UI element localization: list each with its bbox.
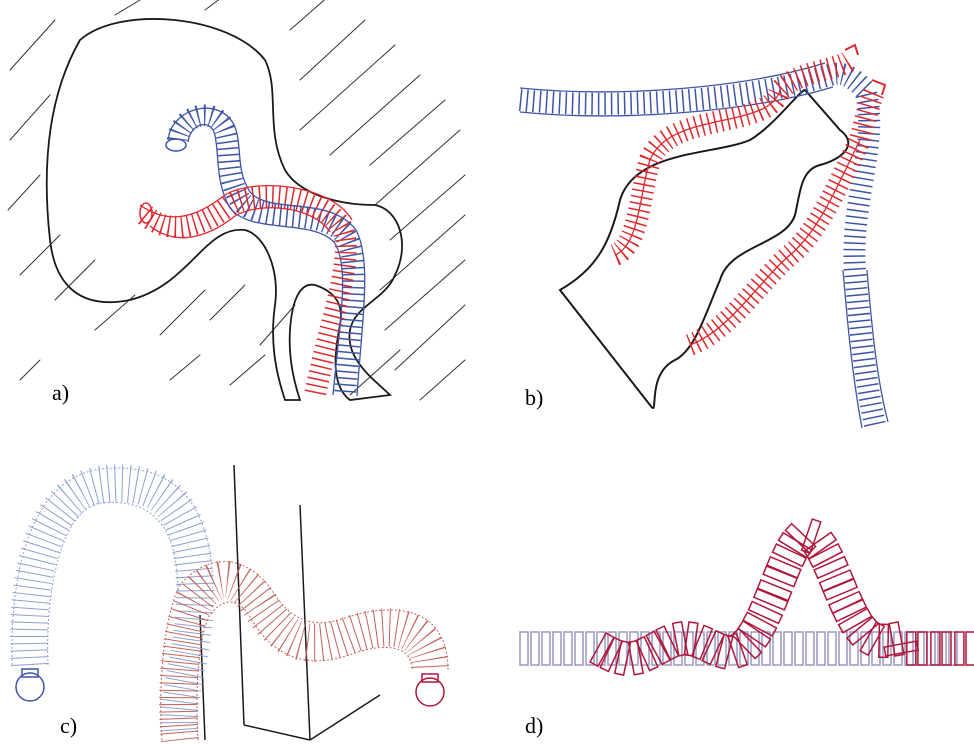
- blue-tube: [166, 116, 354, 395]
- straight-module: [531, 632, 539, 665]
- straight-module: [586, 632, 594, 665]
- straight-module: [795, 632, 803, 665]
- panel-b: b): [500, 30, 974, 440]
- panel-b-drawing: [500, 30, 974, 440]
- arched-module-row: [590, 519, 974, 675]
- straight-module: [949, 632, 957, 665]
- straight-module: [784, 632, 792, 665]
- arched-module: [966, 632, 974, 665]
- blue-tube: [520, 63, 888, 428]
- straight-module: [564, 632, 572, 665]
- panel-d: d): [500, 455, 974, 744]
- arched-module: [829, 592, 863, 614]
- arched-module: [748, 602, 782, 624]
- panel-d-label: d): [525, 713, 543, 739]
- blue-tube: [12, 468, 213, 735]
- panel-c-label: c): [60, 713, 77, 739]
- arched-module: [823, 579, 857, 600]
- panel-a: a): [0, 0, 470, 410]
- straight-module: [553, 632, 561, 665]
- panel-c: c): [0, 455, 470, 744]
- straight-module: [828, 632, 836, 665]
- panel-a-label: a): [52, 380, 69, 406]
- straight-module: [773, 632, 781, 665]
- panel-c-drawing: [0, 455, 470, 744]
- arched-module: [615, 641, 631, 675]
- arched-module: [907, 632, 916, 665]
- straight-module: [575, 632, 583, 665]
- straight-module: [806, 632, 814, 665]
- panel-d-drawing: [500, 455, 974, 744]
- panel-a-drawing: [0, 0, 470, 410]
- straight-module: [542, 632, 550, 665]
- arched-module: [767, 557, 801, 578]
- straight-module: [850, 632, 858, 665]
- straight-module: [718, 632, 726, 665]
- arched-module: [814, 557, 848, 579]
- arched-module: [754, 589, 788, 610]
- straight-module: [839, 632, 847, 665]
- panel-b-label: b): [525, 385, 543, 411]
- arched-module: [918, 632, 927, 665]
- straight-module: [520, 632, 528, 665]
- straight-module: [817, 632, 825, 665]
